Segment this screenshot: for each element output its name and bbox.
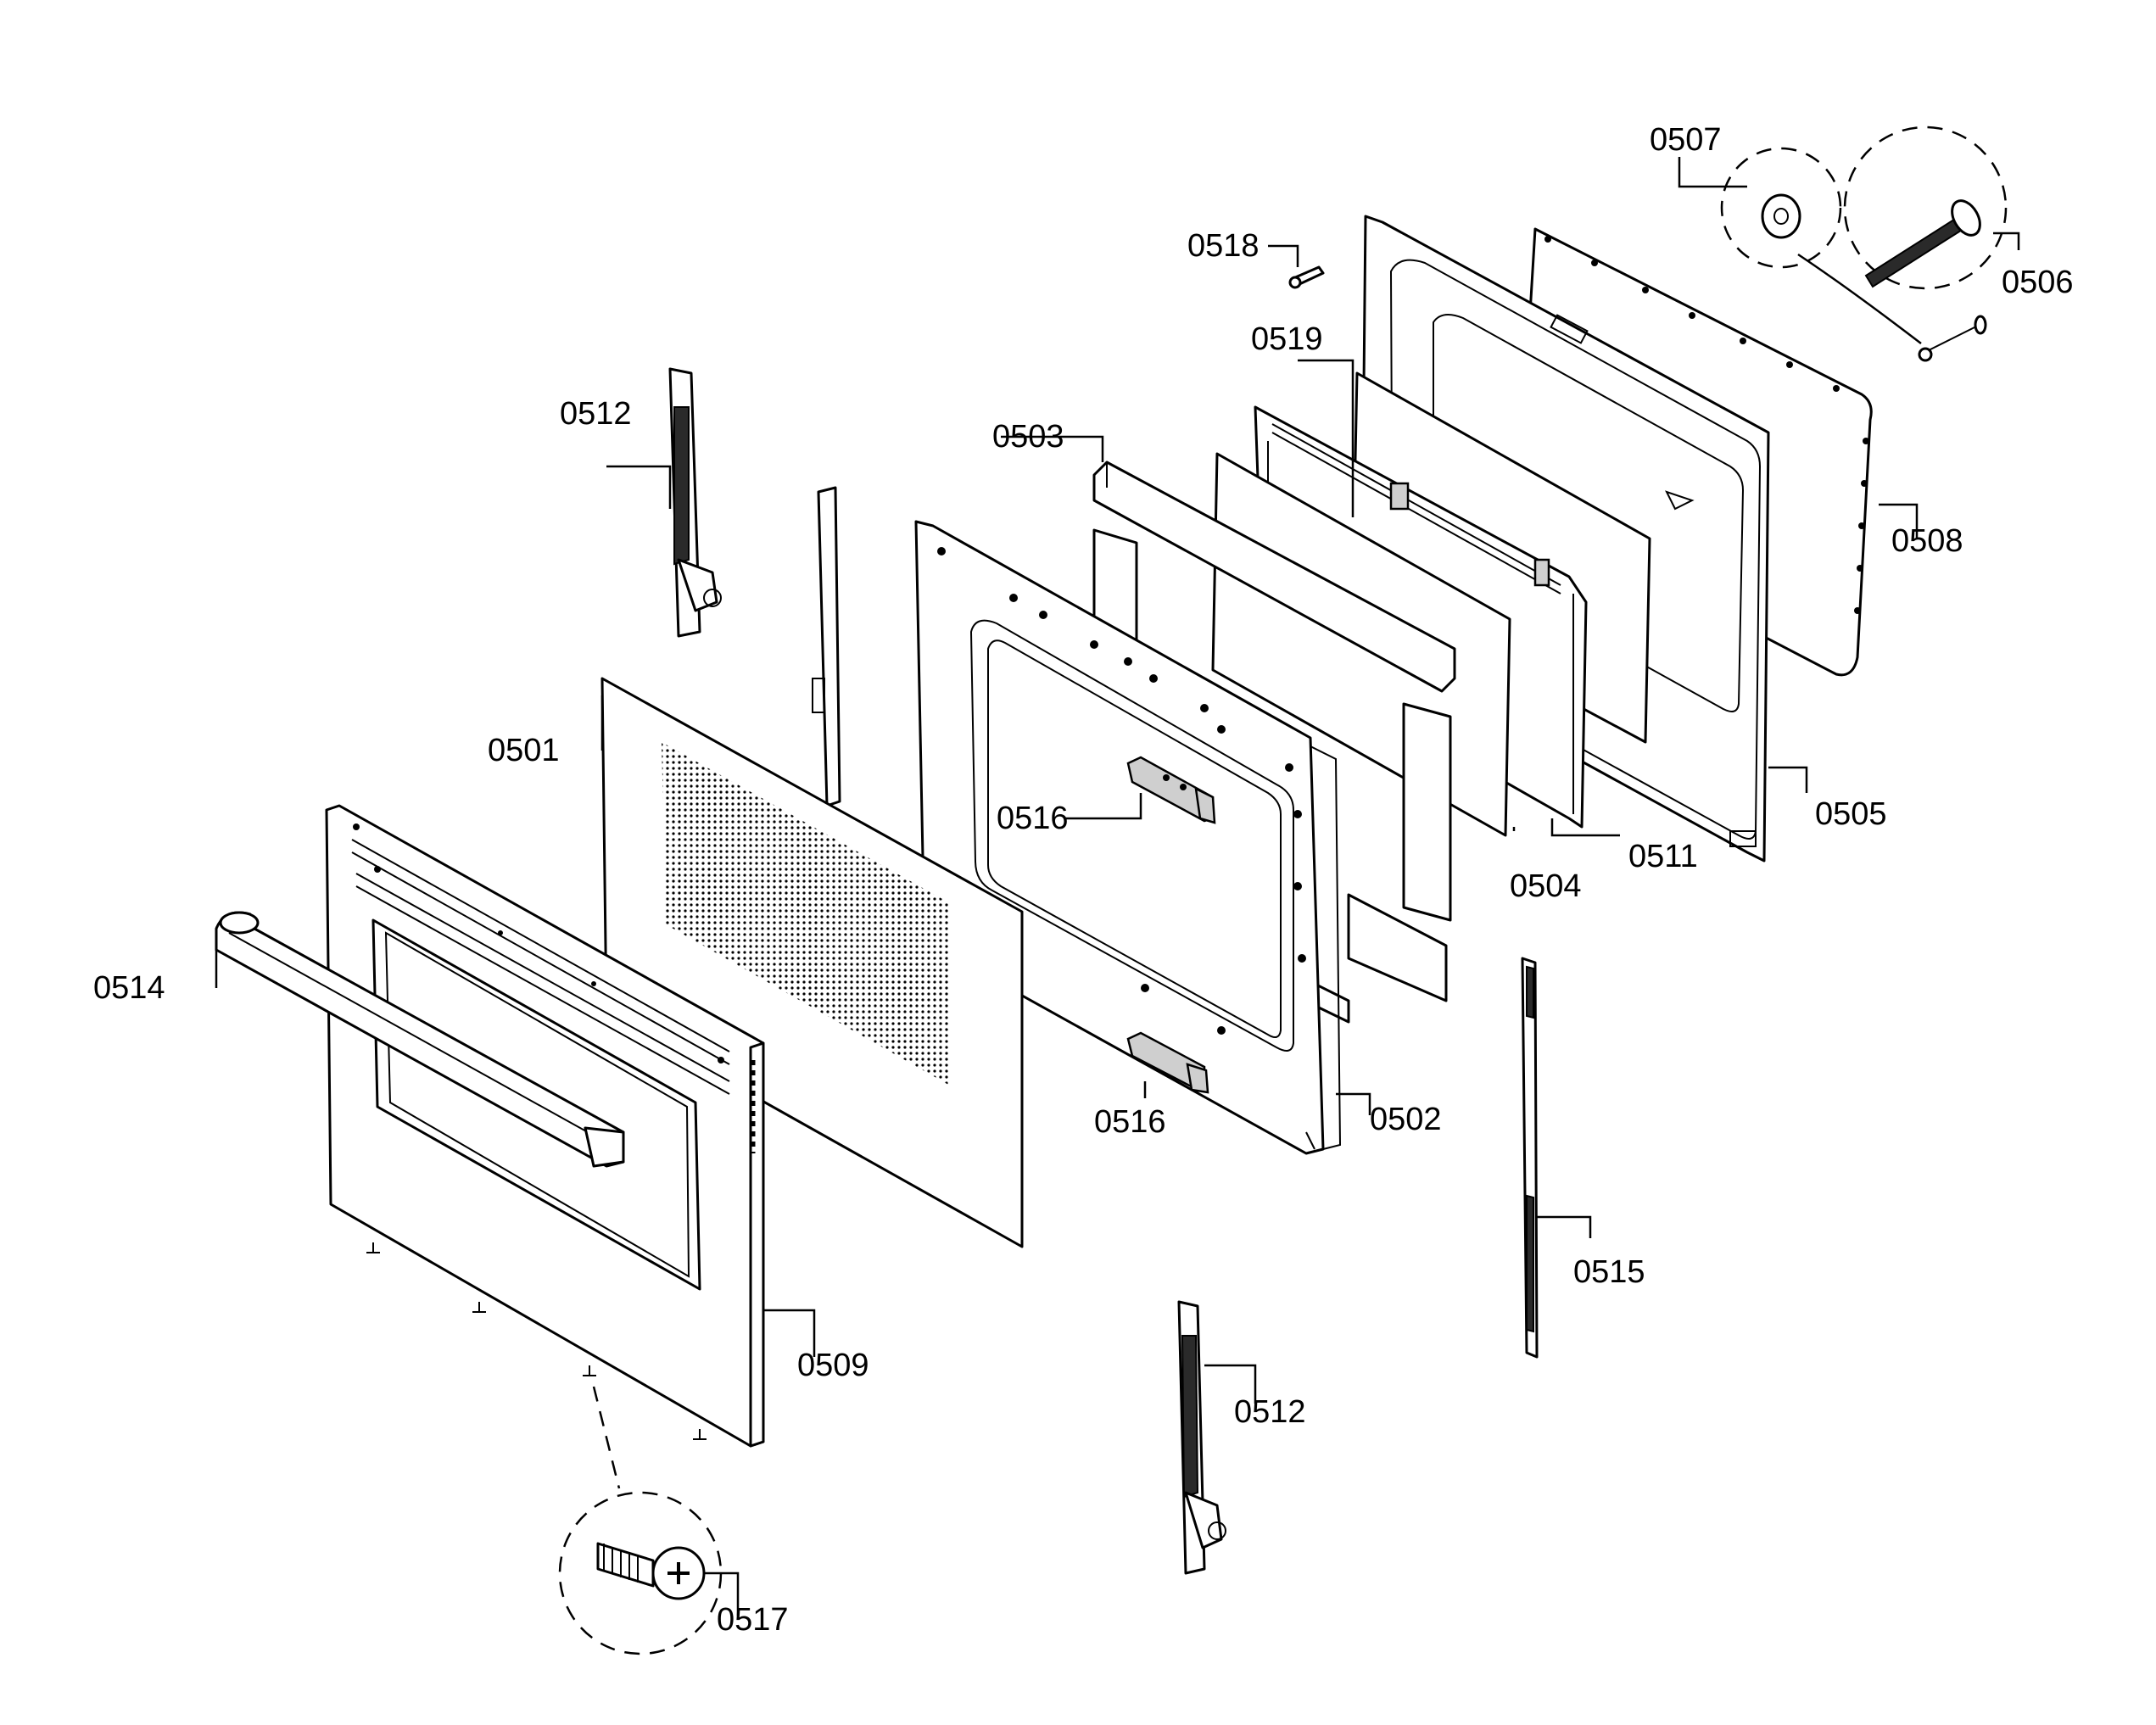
callout-0502: 0502 (1370, 1102, 1442, 1137)
callout-0516-lower: 0516 (1094, 1104, 1166, 1140)
part-0512-hinge-lower (1177, 1300, 1226, 1575)
leader-lines (215, 157, 2020, 1616)
part-0516-hinge-receiver-lower (1126, 1031, 1209, 1094)
part-0518-clip (1288, 265, 1325, 289)
callout-0504: 0504 (1510, 868, 1582, 904)
callout-0501: 0501 (488, 733, 560, 768)
part-0507-washer-detail (1720, 147, 1842, 269)
part-side-strip (812, 486, 841, 807)
callout-0508: 0508 (1891, 523, 1963, 559)
part-0502-inner-frame (914, 520, 1342, 1155)
callout-0509: 0509 (797, 1348, 869, 1383)
part-0514-handle (215, 911, 625, 1168)
callout-0516-upper: 0516 (997, 801, 1069, 836)
callout-0507: 0507 (1650, 122, 1722, 158)
callout-0506: 0506 (2002, 265, 2074, 300)
part-0515-side-trim (1521, 957, 1539, 1359)
callout-0514: 0514 (93, 970, 165, 1006)
callout-0511: 0511 (1628, 839, 1698, 874)
callout-0512-lower: 0512 (1234, 1394, 1306, 1430)
callout-0519: 0519 (1251, 321, 1323, 357)
callout-0505: 0505 (1815, 796, 1887, 832)
part-0506-stud-small (1918, 315, 1987, 362)
callout-0518: 0518 (1187, 228, 1260, 264)
part-0512-hinge-upper (668, 367, 722, 638)
callout-0517: 0517 (717, 1602, 789, 1638)
leader-0507-to-stud (1797, 253, 1922, 344)
callout-0512-upper: 0512 (560, 396, 632, 432)
part-0501-glass-front (600, 677, 1024, 1248)
part-0517-screw-detail (558, 1386, 723, 1655)
callout-0503: 0503 (992, 419, 1064, 455)
callout-labels: 0507 0506 0518 0519 0503 0512 0508 0501 … (93, 122, 2074, 1638)
part-0506-stud-detail (1843, 126, 2008, 290)
part-0516-hinge-receiver-upper (1126, 756, 1216, 824)
callout-0515: 0515 (1573, 1254, 1645, 1290)
